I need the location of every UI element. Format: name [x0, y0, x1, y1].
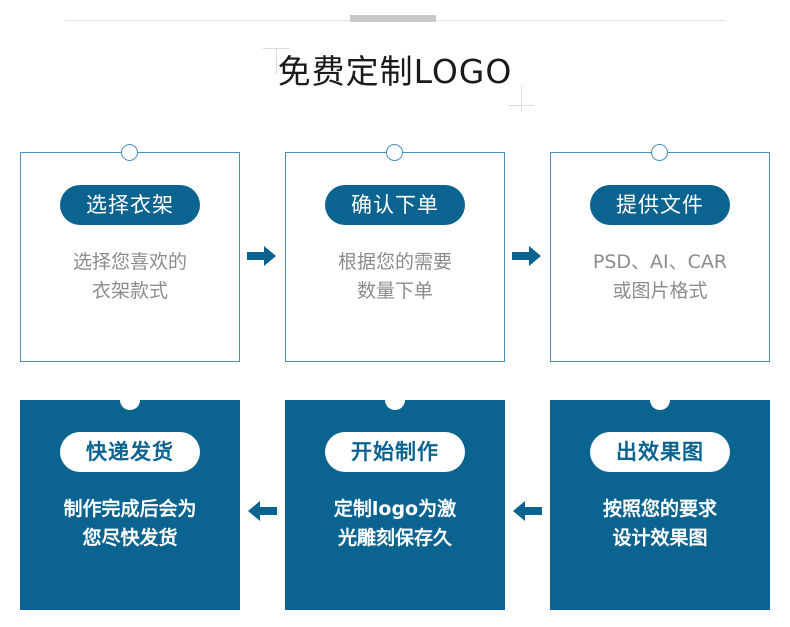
step-description-2: 根据您的需要数量下单 — [337, 251, 452, 302]
step-card-1[interactable]: 选择衣架 选择您喜欢的衣架款式 — [20, 144, 240, 362]
step-card-5[interactable]: 开始制作 定制logo为激光雕刻保存久 — [285, 390, 505, 610]
node-notch-icon — [120, 390, 140, 410]
node-circle-icon — [386, 144, 403, 161]
step-card-6[interactable]: 快递发货 制作完成后会为您尽快发货 — [20, 390, 240, 610]
page-title: 免费定制LOGO — [277, 52, 513, 91]
corner-bracket-top-left-icon — [263, 48, 289, 74]
node-circle-icon — [651, 144, 668, 161]
arrow-left-icon — [247, 500, 277, 522]
step-description-4: 按照您的要求设计效果图 — [602, 498, 717, 549]
step-badge-5: 开始制作 — [325, 432, 465, 472]
step-badge-4: 出效果图 — [590, 432, 730, 472]
page-title-block: 免费定制LOGO — [0, 42, 790, 112]
node-notch-icon — [650, 390, 670, 410]
step-card-2[interactable]: 确认下单 根据您的需要数量下单 — [285, 144, 505, 362]
step-badge-3: 提供文件 — [590, 185, 730, 225]
step-badge-6: 快递发货 — [60, 432, 200, 472]
arrow-right-icon — [512, 245, 542, 267]
step-badge-2: 确认下单 — [325, 185, 465, 225]
arrow-left-icon — [512, 500, 542, 522]
header-divider-accent — [350, 15, 436, 22]
step-description-5: 定制logo为激光雕刻保存久 — [333, 498, 457, 549]
step-description-1: 选择您喜欢的衣架款式 — [72, 251, 187, 302]
node-circle-icon — [121, 144, 138, 161]
node-notch-icon — [385, 390, 405, 410]
step-badge-1: 选择衣架 — [60, 185, 200, 225]
step-card-4[interactable]: 出效果图 按照您的要求设计效果图 — [550, 390, 770, 610]
step-description-6: 制作完成后会为您尽快发货 — [63, 498, 197, 549]
corner-bracket-bottom-right-icon — [508, 86, 534, 112]
arrow-right-icon — [247, 245, 277, 267]
